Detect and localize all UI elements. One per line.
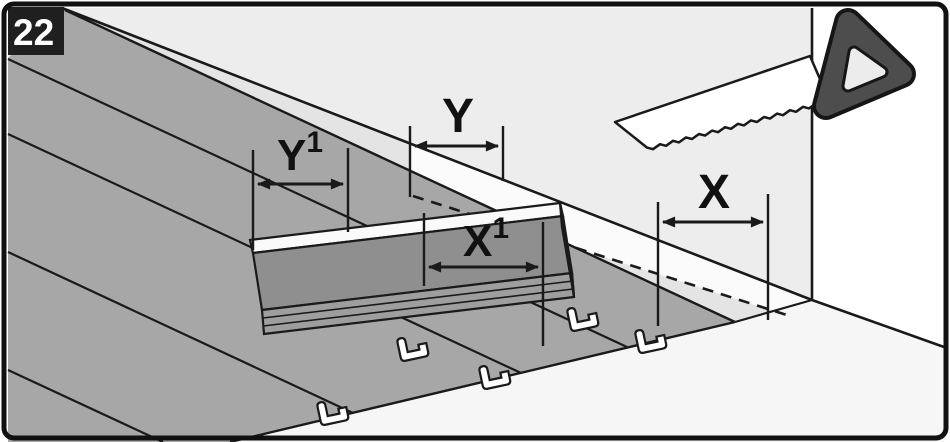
dimension-x1: X1 [422, 212, 545, 346]
saw-blade [613, 54, 831, 151]
panel-layer-line [262, 280, 574, 319]
wall-bottom-line [811, 298, 945, 349]
step-badge-background [8, 7, 64, 55]
dimension-x-label: X [698, 166, 730, 219]
dimension-y1: Y1 [251, 126, 350, 250]
dimension-y: Y [408, 90, 505, 197]
plank-end-edge [734, 298, 813, 324]
panel-end-face [558, 202, 576, 298]
plank-seam-line [7, 369, 164, 442]
dimension-x: X [656, 166, 770, 326]
saw-handle-hole [844, 48, 886, 90]
panel-layer-line [262, 288, 574, 327]
expansion-gap-area [411, 142, 812, 316]
step-badge: 22 [8, 7, 64, 55]
plank-field-edge [64, 8, 736, 324]
dimension-y1-label: Y1 [277, 126, 323, 180]
dimension-x1-label: X1 [463, 212, 509, 266]
handsaw-icon [613, 8, 916, 151]
plank-seam-line [7, 251, 354, 414]
dimension-y-label: Y [442, 90, 474, 143]
measured-panel [248, 201, 576, 336]
wall-base-line [61, 6, 813, 302]
step-number: 22 [13, 12, 54, 53]
subfloor-corner [230, 300, 944, 442]
